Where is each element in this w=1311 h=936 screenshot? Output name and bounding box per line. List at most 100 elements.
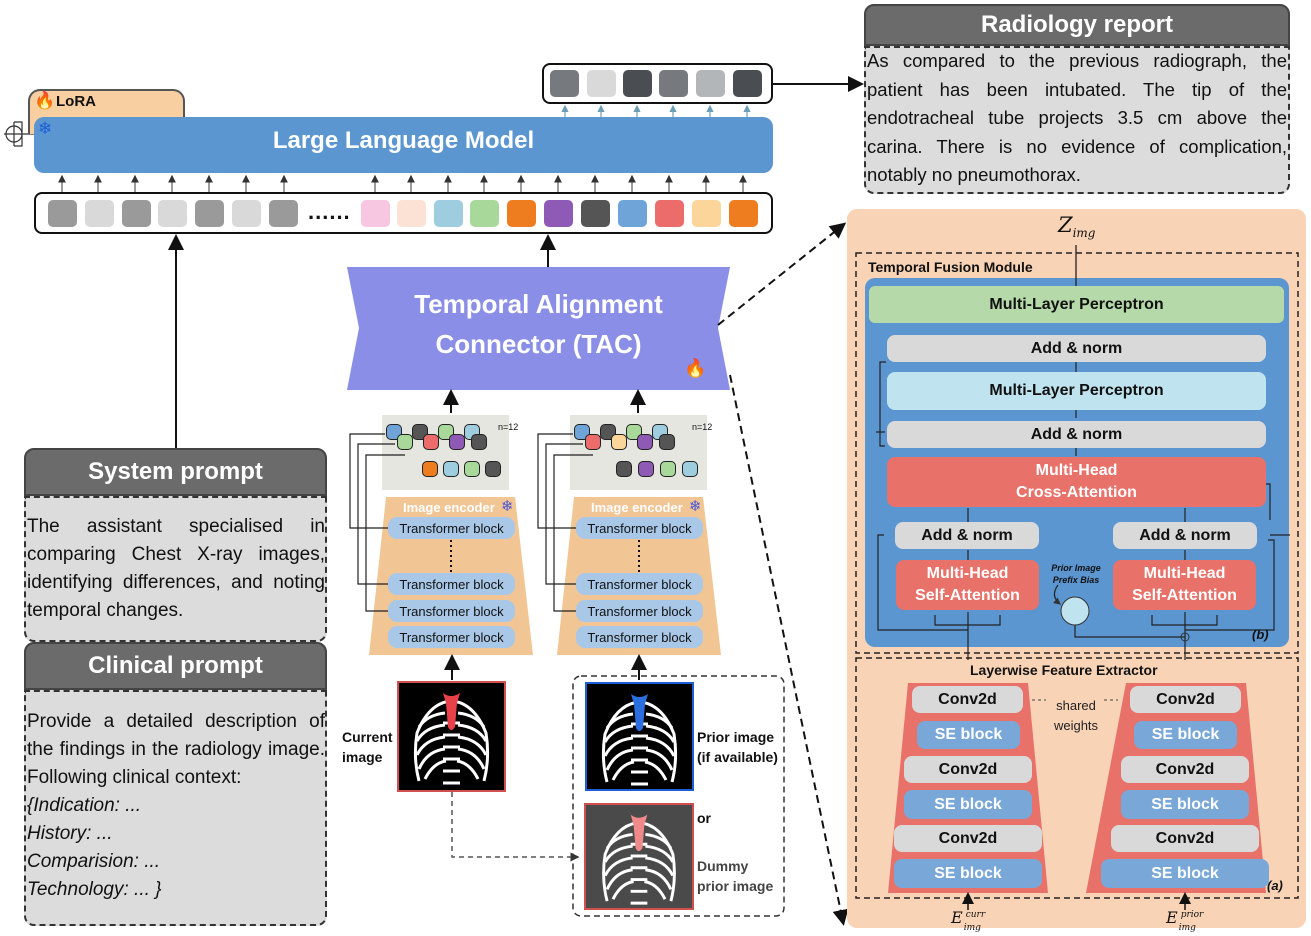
n-layers-label: n=12: [498, 422, 519, 432]
mlp-middle: Multi-Layer Perceptron: [887, 372, 1266, 410]
image-encoder-label: Image encoder: [403, 500, 495, 515]
transformer-block: Transformer block: [388, 626, 515, 648]
or-label: or: [697, 810, 711, 826]
cross-attention-line2: Cross-Attention: [1016, 484, 1137, 501]
lora-label: LoRA: [56, 93, 96, 110]
input-token: [729, 200, 758, 227]
snowflake-icon: ❄: [38, 119, 53, 138]
current-xray-image: [397, 681, 506, 792]
radiology-report-body: [864, 46, 1290, 194]
output-token: [550, 70, 579, 97]
transformer-block: Transformer block: [576, 517, 703, 539]
e-prior-sup: prior: [1180, 910, 1204, 920]
tag-a: (a): [1267, 878, 1283, 893]
input-token: [470, 200, 499, 227]
e-curr-symbol: E: [951, 908, 963, 927]
token-ellipsis: ......: [308, 199, 351, 224]
conv2d-block: Conv2d: [904, 756, 1032, 783]
transformer-block: Transformer block: [388, 517, 515, 539]
se-block: SE block: [1121, 790, 1249, 819]
z-img-label: Zimg: [1058, 213, 1096, 240]
output-token: [587, 70, 616, 97]
feature-token-stack: [574, 424, 698, 484]
system-prompt-title: System prompt: [24, 448, 327, 496]
z-subscript: img: [1072, 226, 1096, 241]
se-block: SE block: [1101, 859, 1269, 888]
snowflake-icon: ❄: [501, 498, 514, 515]
input-token: [581, 200, 610, 227]
prior-bias-label: Prior Image Prefix Bias: [1044, 562, 1108, 586]
current-image-label: Current image: [342, 729, 393, 765]
input-token: [48, 200, 77, 227]
dummy-xray-image: [584, 803, 694, 910]
shared-weights-label: shared weights: [1050, 696, 1102, 736]
input-token: [692, 200, 721, 227]
output-token: [659, 70, 688, 97]
input-token: [232, 200, 261, 227]
input-token: [361, 200, 390, 227]
clinical-field: History: ...: [27, 823, 113, 844]
transformer-block: Transformer block: [576, 626, 703, 648]
output-token: [696, 70, 725, 97]
se-block: SE block: [1134, 721, 1237, 749]
dummy-image-label: Dummy prior image: [697, 858, 774, 894]
self-attention-current: Multi-Head Self-Attention: [896, 560, 1039, 610]
e-curr-sub: img: [963, 923, 981, 933]
temporal-fusion-module-title: Temporal Fusion Module: [868, 259, 1033, 275]
image-encoder-label: Image encoder: [591, 500, 683, 515]
llm-box: [34, 117, 773, 173]
input-token: [195, 200, 224, 227]
feature-token-stack: [386, 424, 501, 484]
shared-line2: weights: [1053, 718, 1099, 733]
add-norm-middle: Add & norm: [887, 421, 1266, 448]
conv2d-block: Conv2d: [1130, 686, 1241, 713]
conv2d-block: Conv2d: [1121, 756, 1249, 783]
se-block: SE block: [917, 721, 1020, 749]
mlp-top: Multi-Layer Perceptron: [869, 286, 1284, 323]
clinical-prompt-intro: Provide a detailed description of the fi…: [27, 711, 325, 788]
self-attention-line2: Self-Attention: [1132, 587, 1237, 604]
transformer-block: Transformer block: [576, 573, 703, 595]
transformer-block: Transformer block: [576, 600, 703, 622]
feature-extractor-title: Layerwise Feature Extractor: [970, 662, 1158, 678]
radiology-report-title: Radiology report: [864, 4, 1290, 46]
shared-line1: shared: [1056, 698, 1096, 713]
self-attention-prior: Multi-Head Self-Attention: [1113, 560, 1256, 610]
clinical-prompt-title: Clinical prompt: [24, 642, 327, 690]
e-curr-sup: curr: [965, 910, 986, 920]
transformer-block: Transformer block: [388, 573, 515, 595]
add-norm-left: Add & norm: [895, 522, 1039, 549]
se-block: SE block: [904, 790, 1032, 819]
output-token: [623, 70, 652, 97]
input-token: [269, 200, 298, 227]
clinical-prompt-body: [24, 690, 327, 926]
conv2d-block: Conv2d: [912, 686, 1023, 713]
self-attention-line1: Multi-Head: [1143, 565, 1226, 582]
z-symbol: Z: [1058, 213, 1073, 237]
clinical-field: {Indication: ...: [27, 795, 142, 816]
system-prompt-text: The assistant specialised in comparing C…: [27, 516, 325, 621]
input-token: [397, 200, 426, 227]
input-token: [122, 200, 151, 227]
prior-xray-image: [585, 682, 694, 791]
fire-icon: 🔥: [684, 358, 707, 378]
tac-title-line2: Connector (TAC): [435, 329, 642, 359]
se-block: SE block: [894, 859, 1042, 888]
input-token: [507, 200, 536, 227]
self-attention-line1: Multi-Head: [926, 565, 1009, 582]
prior-image-label: Prior image (if available): [697, 729, 778, 765]
system-prompt-body: [24, 496, 327, 642]
e-prior-sub: img: [1178, 923, 1196, 933]
input-token: [655, 200, 684, 227]
clinical-field: Technology: ... }: [27, 879, 162, 900]
input-token: [618, 200, 647, 227]
output-token: [733, 70, 762, 97]
conv2d-block: Conv2d: [894, 825, 1042, 852]
cross-attention: Multi-Head Cross-Attention: [887, 457, 1266, 507]
fire-icon: 🔥: [34, 91, 56, 110]
self-attention-line2: Self-Attention: [915, 587, 1020, 604]
input-token: [434, 200, 463, 227]
clinical-field: Comparision: ...: [27, 851, 161, 872]
